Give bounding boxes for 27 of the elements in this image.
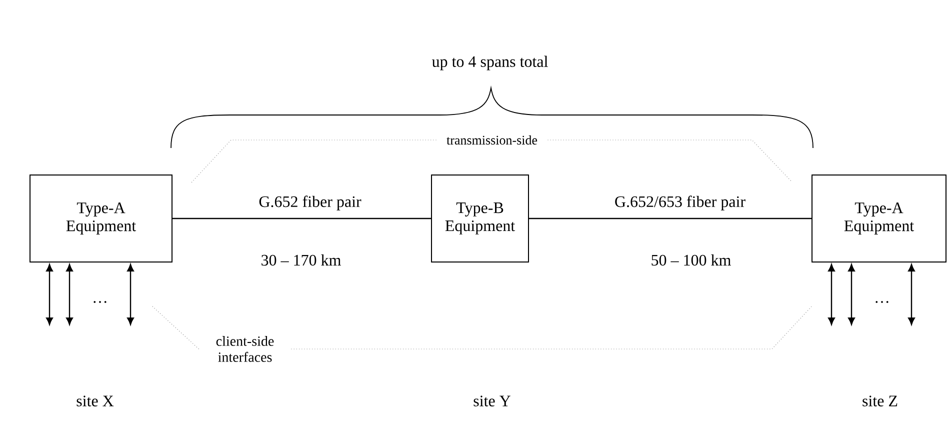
leader-text: client-side interfaces <box>216 336 274 362</box>
leader-line <box>290 306 812 350</box>
interface-arrow <box>66 264 73 325</box>
brace-label: up to 4 spans total <box>432 56 548 70</box>
leader-text: transmission-side <box>446 135 538 145</box>
interface-arrow <box>828 264 835 325</box>
equipment-box: Type-B Equipment <box>431 174 529 262</box>
distance-label: 50 – 100 km <box>652 254 731 266</box>
interface-arrow <box>46 264 53 325</box>
site-label: site X <box>76 396 114 406</box>
edge-label: G.652/653 fiber pair <box>613 194 747 212</box>
leader-line <box>547 140 792 182</box>
leader-line <box>152 306 200 350</box>
equipment-box: Type-A Equipment <box>30 174 172 262</box>
equipment-box: Type-A Equipment <box>812 174 946 262</box>
fiber-link <box>529 218 812 220</box>
site-label: site Y <box>474 396 510 406</box>
site-label: site Z <box>862 396 898 406</box>
edge-label: G.652 fiber pair <box>258 194 362 212</box>
distance-label: 30 – 170 km <box>262 254 341 266</box>
leader-line <box>190 140 437 184</box>
interface-arrow <box>848 264 855 325</box>
fiber-link <box>172 218 431 220</box>
ellipsis: … <box>94 301 106 303</box>
ellipsis: … <box>876 301 888 303</box>
interface-arrow <box>127 264 134 325</box>
interface-arrow <box>908 264 915 325</box>
